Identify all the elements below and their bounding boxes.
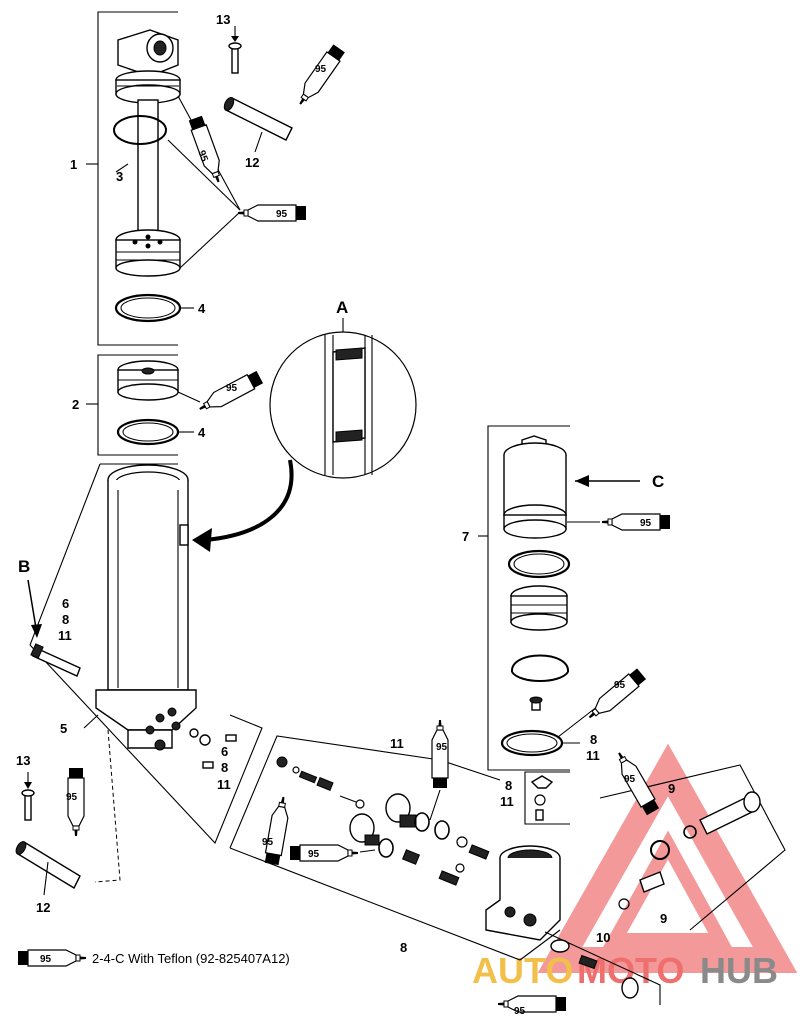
callout-12b: 12	[36, 900, 50, 915]
tube-label-group8c: 95	[308, 849, 320, 860]
pin-12-13-bottom: 13 95 12	[15, 753, 85, 915]
tube-label-group2: 95	[226, 383, 238, 394]
tube-label-group9: 95	[624, 774, 636, 785]
label-A: A	[336, 298, 348, 317]
tube-label-group1b: 95	[276, 209, 288, 220]
label-C: C	[652, 472, 664, 491]
callout-1: 1	[70, 157, 77, 172]
callout-10: 10	[596, 930, 610, 945]
callout-11d: 11	[500, 794, 514, 809]
group-9-10: 95 95 9 9 10	[497, 748, 786, 1017]
screw-b: B 6 8 11	[18, 557, 81, 677]
callout-9b: 9	[660, 911, 667, 926]
group-8-11-small: 8 11	[500, 771, 570, 825]
callout-6b: 6	[221, 744, 228, 759]
callout-11a: 11	[58, 628, 72, 643]
callout-8b: 8	[221, 760, 228, 775]
group-1-rod-assembly: 95 95 1 3 4	[70, 11, 307, 346]
callout-4a: 4	[198, 301, 206, 316]
tube-label-group8b: 95	[262, 837, 274, 848]
housing-5: 5 6 8 11	[29, 463, 263, 883]
tube-label-bottom-left: 95	[66, 792, 78, 803]
detail-a: A	[192, 298, 417, 552]
watermark-hub: HUB	[700, 950, 778, 991]
tube-label-top: 95	[315, 64, 327, 75]
callout-12a: 12	[245, 155, 259, 170]
group-8-valve-body: 95 95 95 11 8	[229, 719, 561, 961]
watermark-auto: AUTO	[472, 950, 573, 991]
tube-label-group1a: 95	[195, 149, 209, 164]
callout-4b: 4	[198, 425, 206, 440]
label-B: B	[18, 557, 30, 576]
legend: 95 2-4-C With Teflon (92-825407A12)	[17, 949, 290, 967]
callout-11b: 11	[217, 777, 231, 792]
callout-3: 3	[116, 169, 123, 184]
legend-text: 2-4-C With Teflon (92-825407A12)	[92, 951, 290, 966]
callout-7: 7	[462, 529, 469, 544]
tube-label-group7a: 95	[640, 518, 652, 529]
legend-tube-label: 95	[40, 954, 52, 965]
callout-2: 2	[72, 397, 79, 412]
callout-8e: 8	[400, 940, 407, 955]
callout-6a: 6	[62, 596, 69, 611]
tube-label-group7b: 95	[614, 680, 626, 691]
tube-label-group8a: 95	[436, 742, 448, 753]
group-7-cylinder: C 95 95 7 8 11	[462, 425, 671, 771]
callout-5: 5	[60, 721, 67, 736]
watermark-logo: AUTO MOTO HUB	[472, 743, 798, 991]
tube-label-group10: 95	[514, 1006, 526, 1017]
callout-11e: 11	[390, 736, 404, 751]
callout-13a: 13	[216, 12, 230, 27]
pin-12-13-top: 95 13 12	[216, 12, 347, 170]
callout-13b: 13	[16, 753, 30, 768]
group-2-piston: 95 2 4	[72, 354, 265, 456]
callout-8a: 8	[62, 612, 69, 627]
callout-9a: 9	[668, 781, 675, 796]
callout-11c: 11	[586, 748, 600, 763]
callout-8c: 8	[590, 732, 597, 747]
callout-8d: 8	[505, 778, 512, 793]
